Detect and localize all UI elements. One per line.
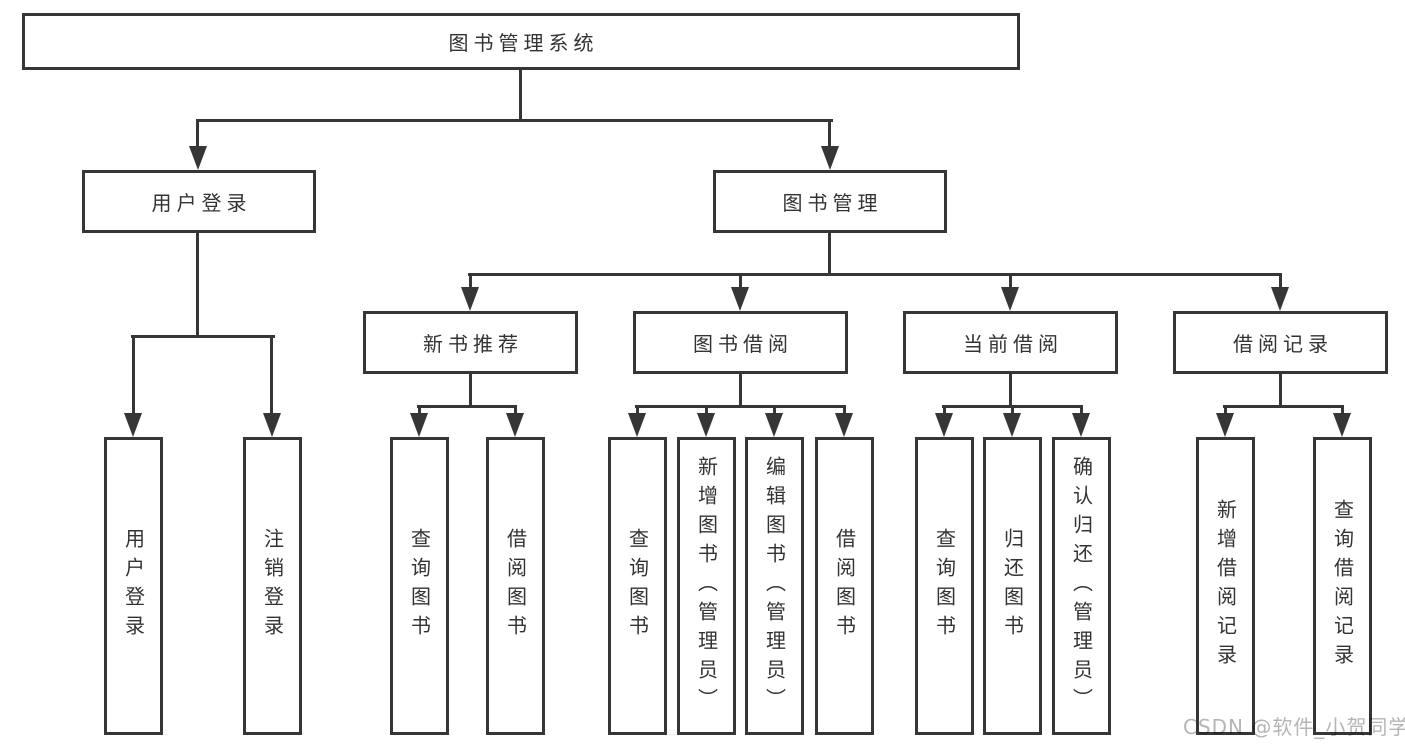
node-new-book-recommend-label: 新书推荐: [423, 332, 523, 356]
leaf-cb-confirm-return-admin: 确认归还（管理员）: [1052, 437, 1111, 735]
leaf-br-add-record: 新增借阅记录: [1196, 437, 1255, 735]
leaf-bb-edit-books-admin: 编辑图书（管理员）: [745, 437, 804, 735]
connector-sec2-drop: [739, 273, 742, 290]
node-borrow-records: 借阅记录: [1173, 311, 1388, 374]
leaf-cb-query-books: 查询图书: [915, 437, 974, 735]
node-new-book-recommend: 新书推荐: [363, 311, 578, 374]
connector-sec3-stem: [1009, 374, 1012, 407]
connector-root-stem: [519, 70, 522, 122]
arrowhead-down-icon: [697, 413, 715, 437]
leaf-br-add-record-label: 新增借阅记录: [1213, 499, 1238, 673]
arrowhead-down-icon: [189, 146, 207, 170]
node-book-mgmt-label: 图书管理: [782, 191, 883, 215]
arrowhead-down-icon: [821, 146, 839, 170]
leaf-cb-confirm-return-admin-label: 确认归还（管理员）: [1069, 455, 1094, 717]
node-user-login: 用户登录: [82, 170, 316, 233]
arrowhead-down-icon: [765, 413, 783, 437]
connector-user-rail: [131, 335, 275, 338]
leaf-user-login-label: 用户登录: [121, 528, 146, 644]
arrowhead-down-icon: [1333, 413, 1351, 437]
connector-sec2-stem: [739, 374, 742, 407]
connector-leaf-drop: [1224, 405, 1227, 415]
connector-leaf-drop: [636, 405, 639, 415]
connector-sections-rail: [468, 273, 1282, 276]
node-borrow-records-label: 借阅记录: [1233, 332, 1333, 356]
node-book-borrow: 图书借阅: [633, 311, 848, 374]
leaf-nbr-query-books-label: 查询图书: [407, 528, 432, 644]
leaf-logout: 注销登录: [243, 437, 302, 735]
connector-sec4-drop: [1279, 273, 1282, 290]
leaf-cb-return-books: 归还图书: [983, 437, 1042, 735]
leaf-bb-edit-books-admin-label: 编辑图书（管理员）: [762, 455, 787, 717]
leaf-cb-return-books-label: 归还图书: [1000, 528, 1025, 644]
connector-leaf-drop: [514, 405, 517, 415]
arrowhead-down-icon: [1001, 287, 1019, 311]
node-root-label: 图书管理系统: [448, 31, 599, 55]
connector-mgmt-drop: [828, 119, 831, 149]
arrowhead-down-icon: [461, 287, 479, 311]
leaf-bb-query-books: 查询图书: [608, 437, 667, 735]
connector-leaf-drop: [1080, 405, 1083, 415]
node-current-borrow-label: 当前借阅: [963, 332, 1063, 356]
connector-leaf-drop: [705, 405, 708, 415]
node-book-mgmt: 图书管理: [713, 170, 947, 233]
connector-leaf-drop: [1011, 405, 1014, 415]
connector-sec1-drop: [469, 273, 472, 290]
arrowhead-down-icon: [731, 287, 749, 311]
connector-sec3-drop: [1009, 273, 1012, 290]
node-root: 图书管理系统: [22, 13, 1020, 70]
leaf-nbr-borrow-books: 借阅图书: [486, 437, 545, 735]
node-current-borrow: 当前借阅: [903, 311, 1118, 374]
arrowhead-down-icon: [506, 413, 524, 437]
connector-user-stem: [196, 233, 199, 338]
arrowhead-down-icon: [1271, 287, 1289, 311]
watermark: CSDN @软件_小贺同学: [1183, 715, 1405, 739]
leaf-br-query-record: 查询借阅记录: [1313, 437, 1372, 735]
leaf-bb-borrow-books: 借阅图书: [815, 437, 874, 735]
connector-user-drop: [196, 119, 199, 149]
arrowhead-down-icon: [263, 413, 281, 437]
arrowhead-down-icon: [1072, 413, 1090, 437]
connector-leaf-drop: [418, 405, 421, 415]
arrowhead-down-icon: [628, 413, 646, 437]
connector-login-drop: [132, 335, 135, 415]
connector-sec4-stem: [1279, 374, 1282, 407]
connector-level2-rail: [196, 119, 833, 122]
connector-sec4-rail: [1223, 405, 1344, 408]
leaf-bb-add-books-admin: 新增图书（管理员）: [677, 437, 736, 735]
arrowhead-down-icon: [124, 413, 142, 437]
leaf-logout-label: 注销登录: [260, 528, 285, 644]
leaf-bb-borrow-books-label: 借阅图书: [832, 528, 857, 644]
connector-mgmt-stem: [828, 233, 831, 276]
leaf-cb-query-books-label: 查询图书: [932, 528, 957, 644]
arrowhead-down-icon: [835, 413, 853, 437]
connector-sec2-rail: [635, 405, 846, 408]
leaf-br-query-record-label: 查询借阅记录: [1330, 499, 1355, 673]
connector-logout-drop: [270, 335, 273, 415]
leaf-user-login: 用户登录: [104, 437, 163, 735]
connector-leaf-drop: [773, 405, 776, 415]
arrowhead-down-icon: [410, 413, 428, 437]
leaf-bb-add-books-admin-label: 新增图书（管理员）: [694, 455, 719, 717]
connector-leaf-drop: [1341, 405, 1344, 415]
connector-leaf-drop: [943, 405, 946, 415]
arrowhead-down-icon: [1003, 413, 1021, 437]
connector-sec1-stem: [469, 374, 472, 407]
node-book-borrow-label: 图书借阅: [693, 332, 793, 356]
node-user-login-label: 用户登录: [151, 191, 252, 215]
arrowhead-down-icon: [935, 413, 953, 437]
leaf-bb-query-books-label: 查询图书: [625, 528, 650, 644]
connector-leaf-drop: [843, 405, 846, 415]
arrowhead-down-icon: [1216, 413, 1234, 437]
leaf-nbr-borrow-books-label: 借阅图书: [503, 528, 528, 644]
leaf-nbr-query-books: 查询图书: [390, 437, 449, 735]
connector-sec1-rail: [417, 405, 517, 408]
